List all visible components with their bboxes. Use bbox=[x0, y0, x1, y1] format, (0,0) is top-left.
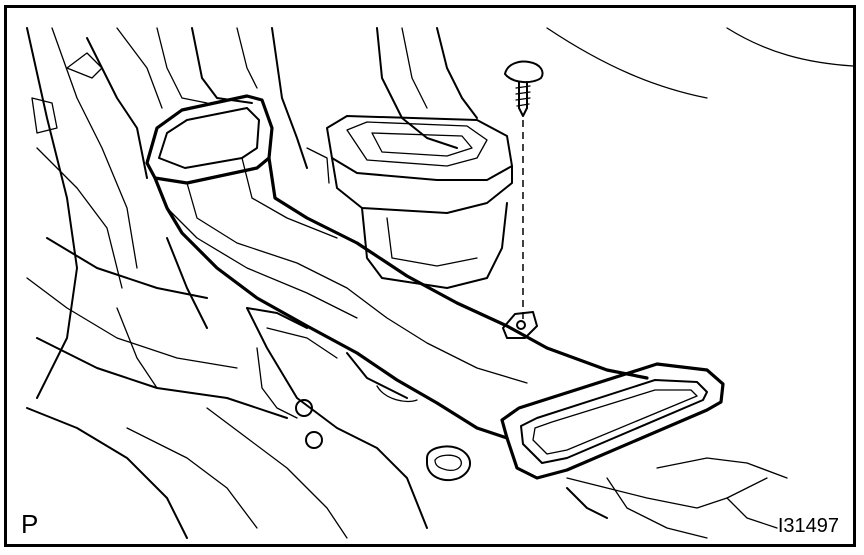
duct-installation-drawing bbox=[26, 27, 853, 539]
floor-tunnel-structure bbox=[26, 307, 471, 539]
bolt-hole-1 bbox=[295, 399, 313, 417]
rear-air-duct bbox=[145, 94, 725, 480]
screw-fastener bbox=[504, 60, 544, 117]
dash-panel-line bbox=[546, 27, 708, 99]
illustration-frame: P I31497 bbox=[4, 5, 856, 547]
dash-edge-curve bbox=[726, 27, 853, 67]
lower-right-bracket bbox=[566, 457, 788, 539]
shift-console-housing bbox=[306, 27, 513, 289]
mounting-tab bbox=[502, 311, 538, 339]
dashboard-structure bbox=[26, 27, 308, 419]
mounting-hole bbox=[516, 320, 526, 330]
bolt-hole-2 bbox=[305, 431, 323, 449]
view-code-label: P bbox=[21, 509, 39, 539]
figure-id-label: I31497 bbox=[777, 515, 839, 537]
floor-plug bbox=[426, 445, 471, 482]
